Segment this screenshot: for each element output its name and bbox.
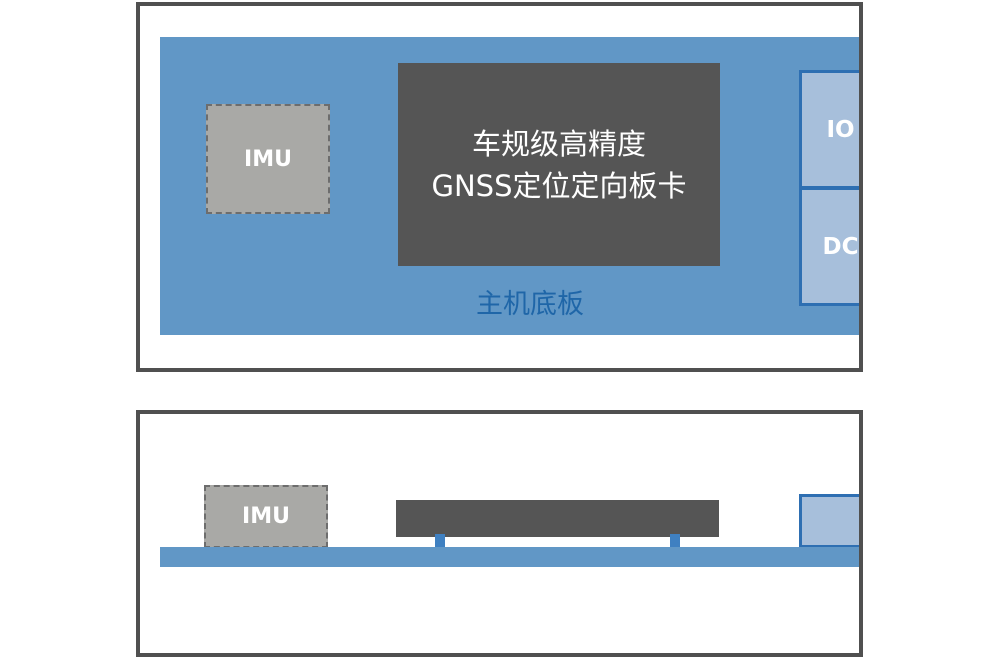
imu-label: IMU <box>244 146 292 172</box>
gnss-card: 车规级高精度 GNSS定位定向板卡 <box>398 63 720 266</box>
io-port: IO <box>799 70 859 189</box>
side-view-frame: IMU <box>136 410 863 657</box>
main-board-top-view: IMU 车规级高精度 GNSS定位定向板卡 主机底板 IO DC <box>160 37 859 335</box>
imu-module: IMU <box>206 104 330 214</box>
imu-label-side: IMU <box>242 504 290 529</box>
main-board-side <box>160 547 859 567</box>
top-view-frame: IMU 车规级高精度 GNSS定位定向板卡 主机底板 IO DC <box>136 2 863 372</box>
dc-port: DC <box>799 187 859 306</box>
io-port-label: IO <box>826 116 855 143</box>
port-side <box>799 494 859 548</box>
card-connector-pin-right <box>670 534 680 550</box>
main-board-label: 主机底板 <box>476 289 584 320</box>
dc-port-label: DC <box>822 233 859 260</box>
gnss-card-side <box>396 500 719 537</box>
gnss-card-title-line2: GNSS定位定向板卡 <box>431 168 687 203</box>
gnss-card-title-line1: 车规级高精度 <box>471 126 646 161</box>
imu-module-side: IMU <box>204 485 328 548</box>
card-connector-pin-left <box>435 534 445 550</box>
